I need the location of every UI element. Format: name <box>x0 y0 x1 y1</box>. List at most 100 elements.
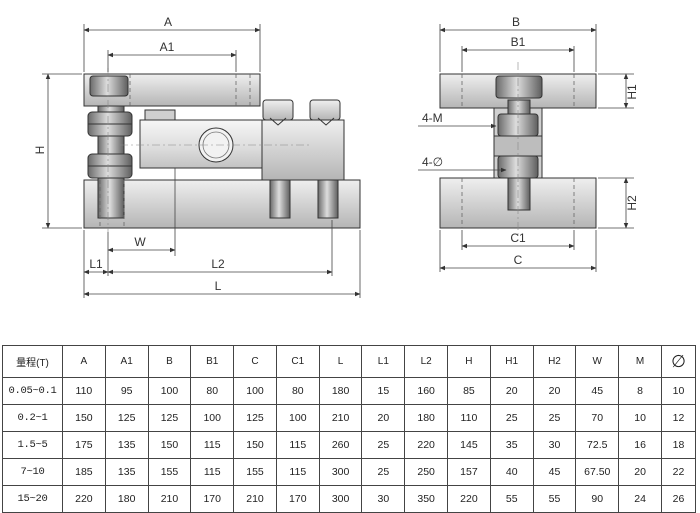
dim-label-H2: H2 <box>625 195 639 211</box>
cell-H2: 45 <box>532 458 577 486</box>
dim-label-4phi: 4-∅ <box>422 155 443 169</box>
header-M: M <box>618 345 662 378</box>
dim-label-B1: B1 <box>511 35 526 49</box>
cell-M: 20 <box>618 458 662 486</box>
front-base-plate <box>83 179 361 229</box>
header-H1: H1 <box>489 345 534 378</box>
cell-phi: 12 <box>661 404 696 432</box>
front-top-bolt <box>89 75 129 97</box>
cell-B: 210 <box>147 485 192 513</box>
cell-M: 16 <box>618 431 662 459</box>
cell-range: 1.5~5 <box>2 431 63 459</box>
cell-A: 175 <box>62 431 106 459</box>
header-C1: C1 <box>275 345 320 378</box>
front-stud-right-2 <box>317 179 339 219</box>
header-range: 量程(T) <box>2 345 63 378</box>
cell-B: 125 <box>147 404 192 432</box>
cell-L1: 25 <box>361 431 406 459</box>
cell-H1: 35 <box>489 431 534 459</box>
cell-H: 157 <box>447 458 491 486</box>
cell-H2: 25 <box>532 404 577 432</box>
cell-H: 110 <box>447 404 491 432</box>
header-B1: B1 <box>190 345 235 378</box>
cell-A1: 180 <box>104 485 149 513</box>
cell-phi: 10 <box>661 377 696 405</box>
cell-H1: 40 <box>489 458 534 486</box>
cell-L: 180 <box>318 377 363 405</box>
side-top-nut <box>495 75 543 99</box>
cell-L2: 180 <box>404 404 449 432</box>
front-bolt-head-2 <box>309 99 341 121</box>
cell-range: 0.05~0.1 <box>2 377 63 405</box>
cell-phi: 22 <box>661 458 696 486</box>
side-view: B B1 H1 H2 4-M 4-∅ C1 C <box>418 15 639 272</box>
cell-C: 100 <box>233 377 277 405</box>
dim-label-C1: C1 <box>510 231 526 245</box>
cell-A1: 135 <box>104 458 149 486</box>
header-B: B <box>147 345 192 378</box>
dim-label-L: L <box>215 279 222 293</box>
cell-range: 0.2~1 <box>2 404 63 432</box>
load-cell-neck <box>144 109 176 121</box>
cell-H: 85 <box>447 377 491 405</box>
front-stud-right-1 <box>269 179 291 219</box>
cell-L2: 220 <box>404 431 449 459</box>
cell-range: 15~20 <box>2 485 63 513</box>
dim-label-4M: 4-M <box>422 111 443 125</box>
spec-table-header-row: 量程(T) A A1 B B1 C C1 L L1 L2 H H1 H2 W M… <box>2 345 696 378</box>
header-C: C <box>233 345 277 378</box>
cell-C1: 170 <box>275 485 320 513</box>
cell-L: 210 <box>318 404 363 432</box>
cell-M: 10 <box>618 404 662 432</box>
cell-B1: 115 <box>190 431 235 459</box>
front-view: A A1 H W L1 L2 L <box>33 15 361 298</box>
header-H2: H2 <box>532 345 577 378</box>
cell-A: 150 <box>62 404 106 432</box>
cell-L2: 160 <box>404 377 449 405</box>
cell-H1: 55 <box>489 485 534 513</box>
cell-W: 72.5 <box>575 431 620 459</box>
header-H: H <box>447 345 491 378</box>
cell-H2: 55 <box>532 485 577 513</box>
front-support-block <box>261 119 345 181</box>
cell-H1: 20 <box>489 377 534 405</box>
cell-L: 300 <box>318 458 363 486</box>
dim-label-H1: H1 <box>625 84 639 100</box>
cell-C: 210 <box>233 485 277 513</box>
cell-phi: 26 <box>661 485 696 513</box>
cell-A: 220 <box>62 485 106 513</box>
cell-L: 260 <box>318 431 363 459</box>
cell-W: 67.50 <box>575 458 620 486</box>
cell-B1: 170 <box>190 485 235 513</box>
cell-A: 185 <box>62 458 106 486</box>
cell-L1: 25 <box>361 458 406 486</box>
cell-C1: 80 <box>275 377 320 405</box>
header-A1: A1 <box>104 345 149 378</box>
cell-A: 110 <box>62 377 106 405</box>
cell-H2: 30 <box>532 431 577 459</box>
header-L: L <box>318 345 363 378</box>
cell-C1: 115 <box>275 431 320 459</box>
cell-L2: 350 <box>404 485 449 513</box>
cell-M: 24 <box>618 485 662 513</box>
header-W: W <box>575 345 620 378</box>
cell-B: 100 <box>147 377 192 405</box>
front-bolt-head-1 <box>262 99 294 121</box>
header-L2: L2 <box>404 345 449 378</box>
cell-M: 8 <box>618 377 662 405</box>
cell-B1: 115 <box>190 458 235 486</box>
dim-label-L2: L2 <box>211 257 225 271</box>
cell-B1: 80 <box>190 377 235 405</box>
cell-W: 90 <box>575 485 620 513</box>
cell-L1: 20 <box>361 404 406 432</box>
cell-W: 45 <box>575 377 620 405</box>
cell-C1: 115 <box>275 458 320 486</box>
cell-A1: 125 <box>104 404 149 432</box>
technical-drawing: A A1 H W L1 L2 L <box>33 15 639 298</box>
dim-label-W: W <box>134 235 146 249</box>
dim-label-B: B <box>512 15 520 29</box>
cell-W: 70 <box>575 404 620 432</box>
